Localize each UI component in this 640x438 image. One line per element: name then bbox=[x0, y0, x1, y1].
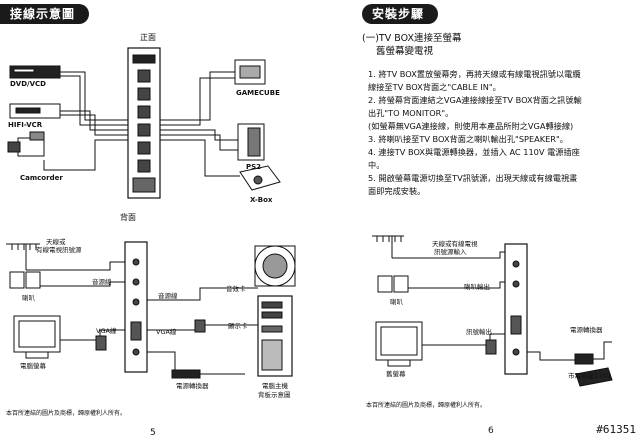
label-speaker-out: 喇叭輸出 bbox=[464, 283, 490, 291]
connection-diagram-header: 接線示意圖 bbox=[0, 4, 90, 24]
speaker-left-back bbox=[9, 271, 25, 289]
label-power-adapter-right: 電源轉換器 bbox=[570, 326, 603, 334]
step-line: 面即完成安裝。 bbox=[368, 186, 426, 196]
label-dvd-vcd: DVD/VCD bbox=[10, 80, 46, 88]
front-view-title: 正面 bbox=[140, 33, 156, 42]
label-antenna-input-2: 訊號源輸入 bbox=[434, 248, 467, 256]
label-xbox: X-Box bbox=[250, 196, 273, 204]
camcorder-device bbox=[17, 137, 45, 157]
step-line: 中。 bbox=[368, 160, 385, 170]
left-page-number: 5 bbox=[150, 428, 156, 438]
right-footnote: 本百所連結的圖片及商標，歸原權利人所有。 bbox=[366, 402, 487, 409]
step-line: 線接至TV BOX背面之"CABLE IN"。 bbox=[368, 82, 501, 92]
right-page-number: 6 bbox=[488, 426, 494, 436]
tvbox-back-right-page bbox=[504, 243, 528, 375]
label-vga-card: 顯示卡 bbox=[228, 322, 248, 330]
step-line: 3. 將喇叭接至TV BOX背面之喇叭輸出孔"SPEAKER"。 bbox=[368, 134, 568, 144]
label-ps2: PS2 bbox=[246, 163, 262, 171]
section-title: (一)TV BOX連接至螢幕 bbox=[362, 33, 462, 44]
label-signal-out: 訊號輸出 bbox=[466, 328, 492, 336]
label-power-adapter: 電源轉換器 bbox=[176, 382, 209, 390]
back-view-title: 背面 bbox=[120, 213, 136, 222]
power-adapter-right bbox=[574, 353, 594, 365]
step-line: 出孔"TO MONITOR"。 bbox=[368, 108, 454, 118]
step-line: 1. 將TV BOX置放螢幕旁，再將天線或有線電視訊號以電纜 bbox=[368, 69, 581, 79]
label-hifi-vcr: HIFI-VCR bbox=[8, 121, 43, 129]
label-pc-host-back: 背板示意圖 bbox=[258, 391, 291, 399]
label-vga-cable-2: VGA線 bbox=[156, 328, 177, 336]
step-line: (如螢幕無VGA連接線，則使用本產品所附之VGA轉接線) bbox=[368, 121, 574, 131]
label-speaker-cable: 音源線 bbox=[92, 278, 112, 286]
watermark: #61351 bbox=[596, 423, 636, 436]
wall-outlet bbox=[575, 367, 613, 387]
label-pc-monitor: 電腦螢幕 bbox=[20, 362, 46, 370]
label-gamecube: GAMECUBE bbox=[236, 89, 280, 97]
label-camcorder: Camcorder bbox=[20, 174, 63, 182]
label-speaker-right: 喇叭 bbox=[390, 298, 403, 306]
label-antenna-input: 天線或有線電視 bbox=[432, 240, 478, 248]
install-steps-list: 1. 將TV BOX置放螢幕旁，再將天線或有線電視訊號以電纜 線接至TV BOX… bbox=[368, 68, 630, 198]
power-adapter bbox=[171, 369, 201, 379]
label-old-monitor: 舊螢幕 bbox=[386, 370, 406, 378]
step-line: 2. 將螢幕背面連結之VGA連接線接至TV BOX背面之訊號輸 bbox=[368, 95, 582, 105]
install-steps-header: 安裝步驟 bbox=[362, 4, 439, 24]
label-speaker: 喇叭 bbox=[22, 294, 35, 302]
label-antenna: 天線或 bbox=[46, 238, 66, 246]
speaker-left-right-page bbox=[377, 275, 393, 293]
label-antenna-source: 有線電視訊號源 bbox=[36, 246, 82, 254]
label-sound-card: 音效卡 bbox=[226, 285, 246, 293]
step-line: 5. 開啟螢幕電源切換至TV訊號源，出現天線或有線電視畫 bbox=[368, 173, 578, 183]
label-vga-cable: VGA線 bbox=[96, 327, 117, 335]
left-footnote: 本百所連結的圖片及商標，歸原權利人所有。 bbox=[6, 410, 127, 417]
label-audio-cable: 音源線 bbox=[158, 292, 178, 300]
label-pc-host: 電腦主機 bbox=[262, 382, 288, 390]
label-wall-outlet: 市電插座110V bbox=[568, 372, 611, 380]
step-line: 4. 連接TV BOX與電源轉換器，並插入 AC 110V 電源插座 bbox=[368, 147, 580, 157]
section-subtitle: 舊螢幕變電視 bbox=[376, 46, 434, 57]
